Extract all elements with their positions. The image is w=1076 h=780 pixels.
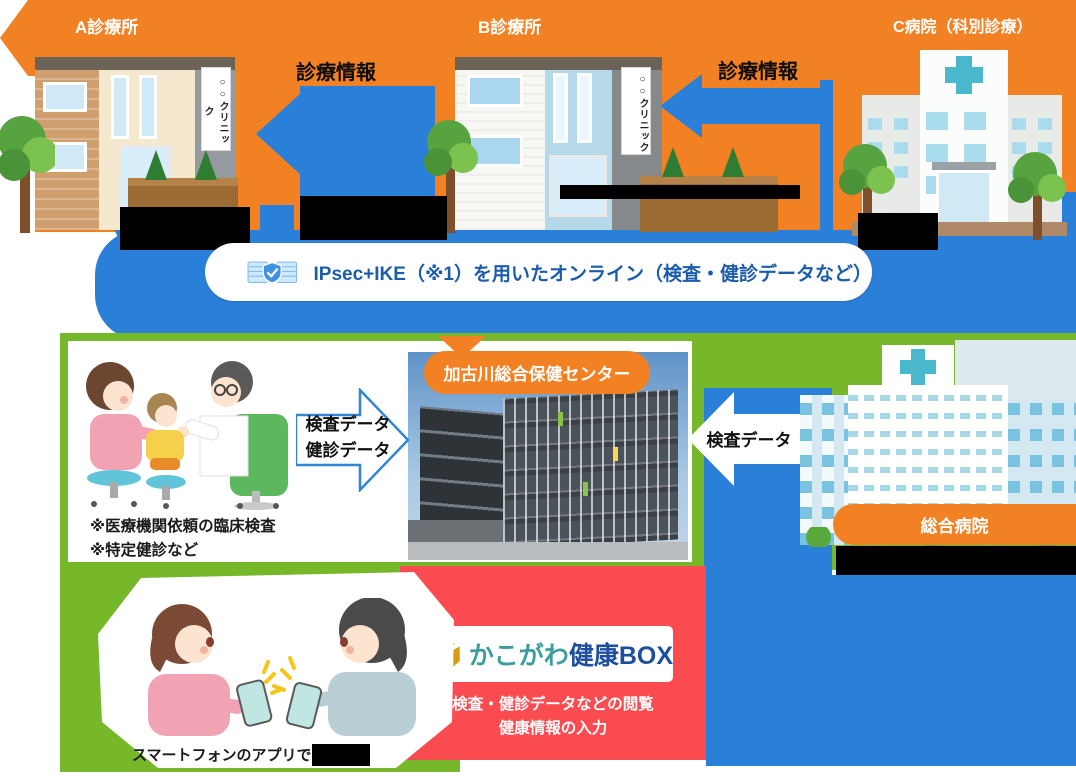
- window: [139, 75, 157, 139]
- window: [43, 82, 87, 112]
- shrub-icon: [722, 147, 744, 177]
- exam-data-arrow-label: 検査データ 健診データ: [300, 412, 396, 464]
- tree-icon: [1008, 152, 1066, 240]
- medical-cross-icon: [945, 67, 983, 83]
- roof: [455, 57, 662, 70]
- clinical-note-line1: ※医療機関依頼の臨床検査: [90, 518, 276, 535]
- secure-line-pill: IPsec+IKE（※1）を用いたオンライン（検査・健診データなど）: [205, 243, 872, 301]
- photo-accent: [558, 412, 563, 426]
- clinical-note-line2: ※特定健診など: [90, 542, 199, 559]
- redacted-text-bar: [858, 213, 938, 250]
- tree-icon: [839, 144, 895, 235]
- redacted-text-bar: [300, 196, 447, 240]
- clinic-b-sign: ○○クリニック: [621, 67, 651, 155]
- kenko-box-desc-line1: 検査・健診データなどの閲覧: [452, 696, 654, 713]
- smartphone-caption: スマートフォンのアプリで: [132, 747, 312, 764]
- canopy: [932, 162, 996, 170]
- window: [553, 73, 568, 143]
- photo-accent: [613, 447, 618, 461]
- data-arrow-left-icon: [688, 392, 802, 486]
- photo-ground: [408, 542, 688, 560]
- clinic-a-sign: ○○クリニック: [201, 67, 231, 151]
- smartphone-users-illustration: [148, 598, 416, 736]
- shrub-icon: [662, 147, 684, 177]
- photo-building-main: [503, 389, 678, 549]
- general-hospital-banner-label: 総合病院: [920, 517, 989, 536]
- data-arrow-right-icon: [296, 388, 410, 492]
- window: [577, 73, 592, 143]
- redacted-text-bar: [836, 546, 1076, 576]
- redacted-text-bar: [560, 185, 800, 199]
- tree-icon: [424, 120, 478, 233]
- window: [467, 75, 523, 107]
- photo-storefront: [408, 520, 503, 544]
- health-center-badge-label: 加古川総合保健センター: [443, 365, 631, 384]
- data-pipe-a2: [260, 205, 294, 233]
- data-pipe-c-thin: [820, 80, 833, 232]
- clinic-b-label: B診療所: [478, 18, 542, 37]
- hospital-c-building: [862, 50, 1062, 235]
- health-center-badge: 加古川総合保健センター: [424, 351, 650, 394]
- arrow-bc-label: 診療情報: [718, 61, 798, 83]
- data-pipe-bc: [700, 88, 830, 124]
- redacted-text-bar: [120, 207, 250, 250]
- general-hospital-banner: 総合病院: [833, 504, 1076, 545]
- clinic-b-sign-text: ○○クリニック: [637, 73, 648, 153]
- roof: [35, 57, 235, 70]
- clinic-b-building: ○○クリニック: [455, 57, 662, 232]
- entrance-door: [936, 170, 992, 230]
- hospital-arrow-label: 検査データ: [706, 431, 792, 450]
- medical-cross-icon: [900, 360, 936, 374]
- photo-accent: [583, 482, 588, 496]
- secure-line-label: IPsec+IKE（※1）を用いたオンライン（検査・健診データなど）: [313, 263, 872, 285]
- doctor-patient-illustration: [86, 361, 288, 510]
- kenko-box-logo-text-2: 健康BOX: [568, 642, 673, 670]
- tower-left: [800, 395, 848, 545]
- clinic-a-sign-text: ○○クリニック: [202, 77, 228, 145]
- exam-data-line1: 検査データ: [305, 415, 391, 434]
- clinic-a-label: A診療所: [75, 18, 139, 37]
- arrow-ab-label: 診療情報: [296, 62, 376, 84]
- shrub-icon: [145, 150, 167, 180]
- firewall-shield-check-icon: [247, 261, 298, 284]
- tree-icon: [0, 116, 55, 233]
- shrub-icon: [195, 150, 217, 180]
- exam-data-line2: 健診データ: [305, 441, 391, 460]
- window: [111, 75, 129, 139]
- kenko-box-logo-text-1: かこがわ: [468, 642, 569, 670]
- network-block-bottom-right: [706, 575, 1076, 766]
- hospital-c-label: C病院（科別診療）: [893, 19, 1033, 36]
- kenko-box-logo-panel: かこがわ健康BOX: [419, 626, 673, 682]
- redacted-text-bar: [312, 744, 370, 766]
- kenko-box-desc-line2: 健康情報の入力: [498, 720, 608, 737]
